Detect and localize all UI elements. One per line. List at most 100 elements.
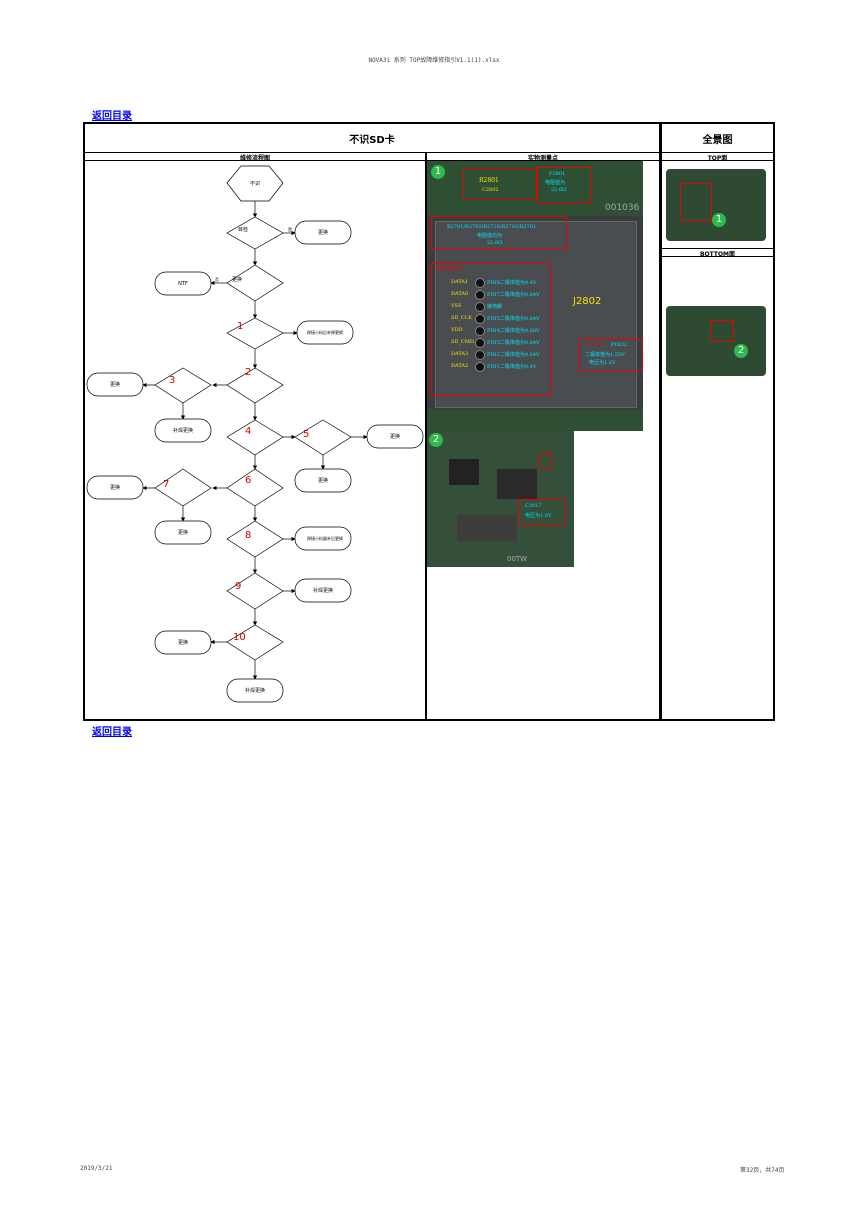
lbl-c2801-voltage: 电压为1.8V <box>589 360 616 366</box>
flow-start-label: 不识 <box>250 180 260 187</box>
flow-decision-step10 <box>226 624 284 661</box>
flow-box-b5 <box>366 424 424 449</box>
table-title: 不识SD卡 <box>349 135 395 146</box>
pin-pad-icon <box>475 362 485 372</box>
flow-end-label: 补焊更换 <box>245 687 265 694</box>
flow-box-ntf <box>154 271 212 296</box>
flow-step-9: 9 <box>235 581 241 592</box>
lbl-c2817: C2817 <box>525 503 542 509</box>
pin-name: DATA0 <box>451 291 469 297</box>
box-r2801 <box>463 169 537 199</box>
flow-step-1: 1 <box>237 321 243 332</box>
flow-decision-step6 <box>226 468 284 507</box>
flowchart: 不识 目检 更换 更换 NTF 焊接小料后补焊更换 更换 补焊更换 更换 更换 … <box>86 165 424 703</box>
chip-c <box>457 515 517 541</box>
flow-step-6: 6 <box>245 475 251 486</box>
flow-b1-label: 焊接小料后补焊更换 <box>307 329 343 335</box>
flow-step-7: 7 <box>163 479 169 490</box>
marker-2: 2 <box>429 433 443 447</box>
flow-r1-label: 更换 <box>318 229 328 236</box>
conn-label: J2802 <box>573 296 602 307</box>
lbl-r2801: R2801 <box>479 177 499 184</box>
pin-row: DATA0 PIN7二极体值为0.84V <box>451 289 591 300</box>
flow-step-2: 2 <box>245 367 251 378</box>
pin-desc: PIN5二极体值为0.84V <box>487 316 540 322</box>
back-to-toc-link-bottom[interactable]: 返回目录 <box>92 727 132 738</box>
flow-decision-step7 <box>154 468 212 507</box>
panorama-bottom-highlight <box>710 320 734 342</box>
flow-b3b-label: 补焊更换 <box>173 427 193 434</box>
flow-step-3: 3 <box>169 375 175 386</box>
bottom-label: BOTTOM面 <box>699 251 736 258</box>
column-divider <box>425 152 427 720</box>
board-code: 001036 <box>605 203 640 213</box>
pin-pad-icon <box>475 338 485 348</box>
box-f2801 <box>537 167 591 203</box>
bottom-divider-b <box>662 256 773 257</box>
lbl-f2801-val: 22.6Ω <box>551 187 567 193</box>
header-divider <box>85 160 659 161</box>
board-code-2: 00TW <box>507 555 528 563</box>
flow-box-b3 <box>86 372 144 397</box>
pin-name: VSS <box>451 303 462 309</box>
flow-box-b7 <box>86 475 144 500</box>
flow-box-end <box>226 678 284 703</box>
flow-box-b1 <box>296 320 354 345</box>
pin-pad-icon <box>475 290 485 300</box>
footer-date: 2019/3/21 <box>80 1165 113 1172</box>
top-label: TOP面 <box>707 155 728 162</box>
panorama-bottom-board: 2 <box>666 306 766 376</box>
flow-decision-step9 <box>226 572 284 610</box>
flow-step-5: 5 <box>303 429 309 440</box>
flow-decision-1 <box>226 216 284 250</box>
chip-a <box>449 459 479 485</box>
lbl-slot: SD2801 <box>435 265 464 273</box>
flow-box-r1 <box>294 220 352 245</box>
flow-d1-label: 目检 <box>238 226 248 233</box>
photo-sd-slot: 1 001036 J2802 R2801 C2802 F2801 电阻值为 22… <box>427 161 643 431</box>
back-to-toc-link-top[interactable]: 返回目录 <box>92 111 132 122</box>
flow-box-b3b <box>154 418 212 443</box>
flow-no-label: 否 <box>215 277 219 282</box>
pin-desc: PIN8二极体值为0.4V <box>487 280 537 286</box>
lbl-c2802: C2802 <box>482 187 499 193</box>
box-resistors <box>431 216 567 250</box>
panorama-title-divider <box>662 152 773 153</box>
photo-pcb-closeup: 2 C2817 电压为1.8V 00TW <box>427 431 574 567</box>
flow-box-b7b <box>154 520 212 545</box>
flow-box-b9 <box>294 578 352 603</box>
pin-pad-icon <box>475 350 485 360</box>
panorama-marker-2: 2 <box>734 344 748 358</box>
lbl-c2801-diode: 二极体值为1.55V <box>585 352 625 358</box>
lbl-pin22: PIN22 <box>611 342 628 348</box>
lbl-f2801: F2801 <box>549 171 566 177</box>
flow-yes-label: 是 <box>288 226 292 232</box>
flow-b8-label: 焊接小料器补后更换 <box>307 535 343 541</box>
flow-decision-2 <box>226 264 284 302</box>
pin-pad-icon <box>475 302 485 312</box>
box-c2801 <box>579 339 643 371</box>
pin-desc: PIN2二极体值为0.84V <box>487 352 540 358</box>
lbl-resistors: R2701/R2705/R2716/R2702/R2701 <box>447 224 537 230</box>
flow-b7b-label: 更换 <box>178 529 188 536</box>
flow-step-4: 4 <box>245 426 251 437</box>
box-c2817-a <box>539 453 551 469</box>
lbl-c2817-voltage: 电压为1.8V <box>525 513 552 519</box>
flow-box-b5b <box>294 468 352 493</box>
title-divider <box>85 152 659 153</box>
panorama-header-divider <box>662 160 773 161</box>
marker-1: 1 <box>431 165 445 179</box>
flow-decision-step3 <box>154 367 212 404</box>
flow-box-b10 <box>154 630 212 655</box>
pcb-area-bottom <box>427 409 643 431</box>
flow-b10-label: 更换 <box>178 639 188 646</box>
flow-box-b8 <box>294 526 352 551</box>
sd-slot-body <box>435 221 637 408</box>
pin-desc: PIN7二极体值为0.84V <box>487 292 540 298</box>
